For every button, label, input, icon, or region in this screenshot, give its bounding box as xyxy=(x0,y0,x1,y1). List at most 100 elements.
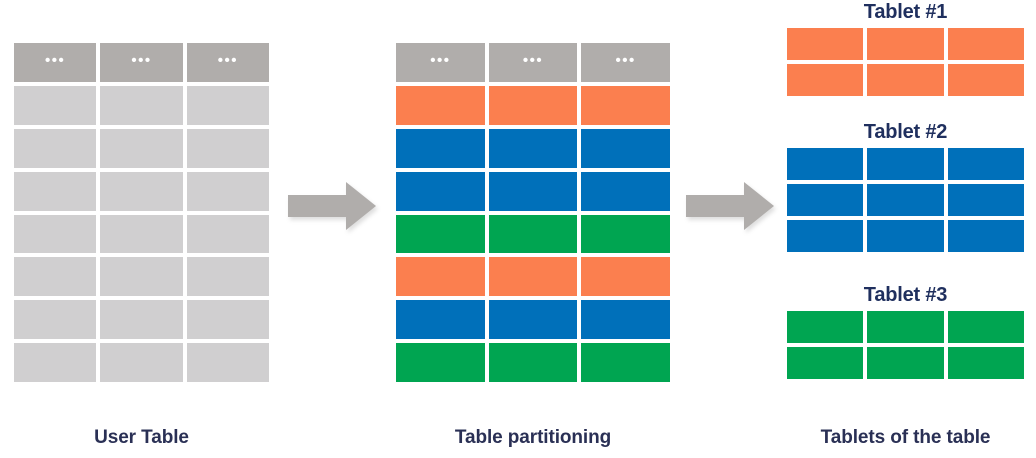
tablet-cell xyxy=(945,182,1026,218)
tablet-cell xyxy=(785,146,866,182)
user-table-cell xyxy=(12,126,99,170)
tablet-cell xyxy=(945,146,1026,182)
tablet-cell xyxy=(945,345,1026,381)
tablet-1-grid xyxy=(785,26,1026,98)
user-table-row xyxy=(12,255,271,299)
partition-table-header-cell-3: ••• xyxy=(579,41,673,84)
partition-cell xyxy=(394,169,487,213)
user-table-cell xyxy=(184,169,271,213)
user-table-cell xyxy=(98,83,185,127)
tablet-1: Tablet #1 xyxy=(785,2,1026,98)
user-table-cell xyxy=(12,298,99,342)
arrow-partition-icon xyxy=(288,182,376,230)
user-table-cell xyxy=(184,255,271,299)
tablet-2: Tablet #2 xyxy=(785,122,1026,254)
partition-cell xyxy=(486,212,580,256)
user-table-cell xyxy=(12,169,99,213)
partition-row-green xyxy=(394,341,673,384)
user-table-caption: User Table xyxy=(94,427,189,448)
tablet-2-grid xyxy=(785,146,1026,254)
tablet-cell xyxy=(945,62,1026,98)
tablets-caption: Tablets of the table xyxy=(820,427,991,448)
partition-row-blue xyxy=(394,298,673,342)
partition-cell xyxy=(486,255,580,299)
user-table: ••• ••• ••• xyxy=(12,41,271,384)
tablet-row xyxy=(785,345,1026,381)
tablet-row xyxy=(785,26,1026,62)
partition-row-orange xyxy=(394,255,673,299)
partition-cell xyxy=(486,298,580,342)
user-table-row xyxy=(12,126,271,170)
partition-cell xyxy=(579,169,673,213)
tablet-row xyxy=(785,62,1026,98)
partition-cell xyxy=(486,83,580,127)
tablet-row xyxy=(785,146,1026,182)
tablet-cell xyxy=(785,218,866,254)
user-table-header-cell-3: ••• xyxy=(184,41,271,84)
user-table-cell xyxy=(12,255,99,299)
partition-cell xyxy=(579,298,673,342)
tablet-cell xyxy=(865,62,946,98)
tablet-2-title: Tablet #2 xyxy=(863,121,948,143)
user-table-cell xyxy=(98,341,185,384)
tablet-1-title: Tablet #1 xyxy=(863,1,948,23)
user-table-cell xyxy=(12,83,99,127)
tablet-cell xyxy=(785,62,866,98)
tablet-cell xyxy=(785,26,866,62)
partition-cell xyxy=(579,83,673,127)
tablet-cell xyxy=(865,182,946,218)
partition-cell xyxy=(579,126,673,170)
partition-table-header-row: ••• ••• ••• xyxy=(394,41,673,84)
partition-cell xyxy=(394,126,487,170)
partition-cell xyxy=(486,341,580,384)
partition-cell xyxy=(394,341,487,384)
partition-cell xyxy=(579,255,673,299)
user-table-row xyxy=(12,341,271,384)
user-table-cell xyxy=(184,341,271,384)
user-table-cell xyxy=(184,298,271,342)
partition-cell xyxy=(394,212,487,256)
tablet-row xyxy=(785,309,1026,345)
partition-cell xyxy=(579,341,673,384)
tablet-cell xyxy=(865,345,946,381)
user-table-header-cell-1: ••• xyxy=(12,41,99,84)
tablet-3-title: Tablet #3 xyxy=(863,284,948,306)
tablet-cell xyxy=(945,218,1026,254)
user-table-row xyxy=(12,83,271,127)
partition-row-blue xyxy=(394,126,673,170)
user-table-header-cell-2: ••• xyxy=(98,41,185,84)
user-table-row xyxy=(12,212,271,256)
user-table-cell xyxy=(98,169,185,213)
tablet-cell xyxy=(865,146,946,182)
user-table-cell xyxy=(98,212,185,256)
partition-cell xyxy=(394,298,487,342)
partition-cell xyxy=(579,212,673,256)
partition-cell xyxy=(394,255,487,299)
user-table-row xyxy=(12,298,271,342)
tablet-cell xyxy=(785,182,866,218)
partition-table-header-cell-1: ••• xyxy=(394,41,487,84)
tablet-cell xyxy=(865,26,946,62)
user-table-row xyxy=(12,169,271,213)
user-table-cell xyxy=(184,126,271,170)
tablet-row xyxy=(785,182,1026,218)
user-table-cell xyxy=(12,212,99,256)
partition-table-header-cell-2: ••• xyxy=(486,41,580,84)
partition-table-caption: Table partitioning xyxy=(454,427,612,448)
tablet-cell xyxy=(865,218,946,254)
tablet-cell xyxy=(785,345,866,381)
tablet-cell xyxy=(945,309,1026,345)
arrow-split-icon xyxy=(686,182,774,230)
tablet-row xyxy=(785,218,1026,254)
tablet-cell xyxy=(865,309,946,345)
user-table-header-row: ••• ••• ••• xyxy=(12,41,271,84)
tablet-cell xyxy=(785,309,866,345)
partition-cell xyxy=(486,169,580,213)
partition-cell xyxy=(394,83,487,127)
partition-row-green xyxy=(394,212,673,256)
partition-row-orange xyxy=(394,83,673,127)
user-table-cell xyxy=(98,255,185,299)
tablet-3: Tablet #3 xyxy=(785,285,1026,381)
user-table-cell xyxy=(98,126,185,170)
tablet-3-grid xyxy=(785,309,1026,381)
